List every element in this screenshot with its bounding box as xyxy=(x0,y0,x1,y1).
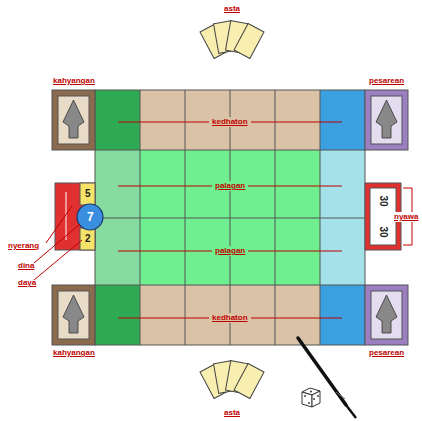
pesarean-box: pesarean xyxy=(365,285,408,345)
callout-label: dina xyxy=(18,261,34,271)
row-label: kedhaton xyxy=(209,117,251,127)
row-label: palagan xyxy=(212,181,248,191)
callout-label: nyerang xyxy=(8,241,39,251)
card-number: 2 xyxy=(85,233,91,245)
side-label: nyawa xyxy=(394,212,418,222)
kahyangan-box: kahyangan xyxy=(52,285,95,345)
callout-label: daya xyxy=(18,278,36,288)
area-label: kahyangan xyxy=(53,348,95,358)
cards-label: asta xyxy=(224,408,240,418)
dina-circle: 7 xyxy=(77,204,103,230)
circle-number: 7 xyxy=(87,210,94,224)
palagan-row: palagan xyxy=(95,150,365,218)
cards-label: asta xyxy=(224,4,240,14)
kahyangan-box: kahyangan xyxy=(52,90,95,150)
kedhaton-row: kedhaton xyxy=(95,285,365,345)
palagan-row: palagan xyxy=(95,218,365,285)
area-label: pesarean xyxy=(369,76,404,86)
kedhaton-row: kedhaton xyxy=(95,90,365,150)
area-label: kahyangan xyxy=(53,76,95,86)
row-label: palagan xyxy=(212,246,248,256)
life-number: 30 xyxy=(377,195,389,206)
area-label: pesarean xyxy=(369,348,404,358)
player-card: 5 2 7 xyxy=(55,183,95,250)
life-number: 30 xyxy=(377,226,389,237)
card-number: 5 xyxy=(85,188,91,200)
pesarean-box: pesarean xyxy=(365,90,408,150)
row-label: kedhaton xyxy=(209,313,251,323)
